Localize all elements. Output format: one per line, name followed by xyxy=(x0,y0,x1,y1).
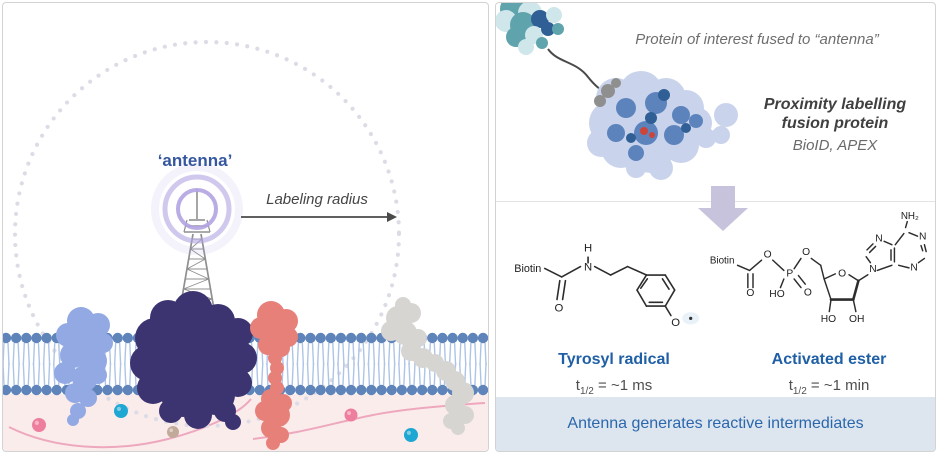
svg-text:Biotin: Biotin xyxy=(710,256,735,267)
labeling-radius-label: Labeling radius xyxy=(266,191,368,208)
svg-text:HO: HO xyxy=(769,289,784,300)
footer-banner: Antenna generates reactive intermediates xyxy=(496,397,935,451)
svg-text:N: N xyxy=(919,232,926,243)
svg-text:O: O xyxy=(802,247,810,258)
svg-text:N: N xyxy=(910,262,917,273)
svg-text:O: O xyxy=(554,303,563,315)
svg-text:N: N xyxy=(584,261,592,273)
fusion-protein-art xyxy=(496,3,738,180)
membrane-scene-art xyxy=(3,39,488,451)
protein-of-interest-caption: Protein of interest fused to “antenna” xyxy=(635,31,879,48)
svg-text:P: P xyxy=(786,268,793,279)
fusion-subtitle: BioID, APEX xyxy=(792,137,878,154)
svg-text:O: O xyxy=(671,317,680,329)
svg-text:O: O xyxy=(764,250,772,261)
svg-text:N: N xyxy=(875,233,882,244)
svg-text:N: N xyxy=(869,264,876,275)
mechanism-panel: Protein of interest fused to “antenna” P… xyxy=(495,2,936,452)
footer-text: Antenna generates reactive intermediates xyxy=(567,415,864,432)
down-block-arrow-icon xyxy=(698,186,748,231)
antenna-label: ‘antenna’ xyxy=(157,151,233,170)
activated-ester-label: Activated ester xyxy=(771,351,887,368)
svg-text:H: H xyxy=(584,242,592,254)
fusion-protein-title: Proximity labelling fusion protein BioID… xyxy=(734,95,935,155)
fusion-title-line2: fusion protein xyxy=(781,115,889,132)
ester-halflife: t1/2 = ~1 min xyxy=(788,377,870,397)
svg-text:O: O xyxy=(804,287,812,298)
tyrosyl-halflife: t1/2 = ~1 ms xyxy=(575,377,653,397)
fusion-title-line1: Proximity labelling xyxy=(763,96,907,113)
svg-text:HO: HO xyxy=(821,314,836,325)
svg-text:NH₂: NH₂ xyxy=(901,211,919,222)
svg-text:O: O xyxy=(746,288,754,299)
svg-text:O: O xyxy=(838,268,846,279)
tyrosyl-radical-label: Tyrosyl radical xyxy=(558,351,670,368)
membrane-scene-panel: ‘antenna’ Labeling radius xyxy=(2,2,489,452)
svg-text:Biotin: Biotin xyxy=(514,263,541,275)
svg-text:OH: OH xyxy=(849,314,864,325)
